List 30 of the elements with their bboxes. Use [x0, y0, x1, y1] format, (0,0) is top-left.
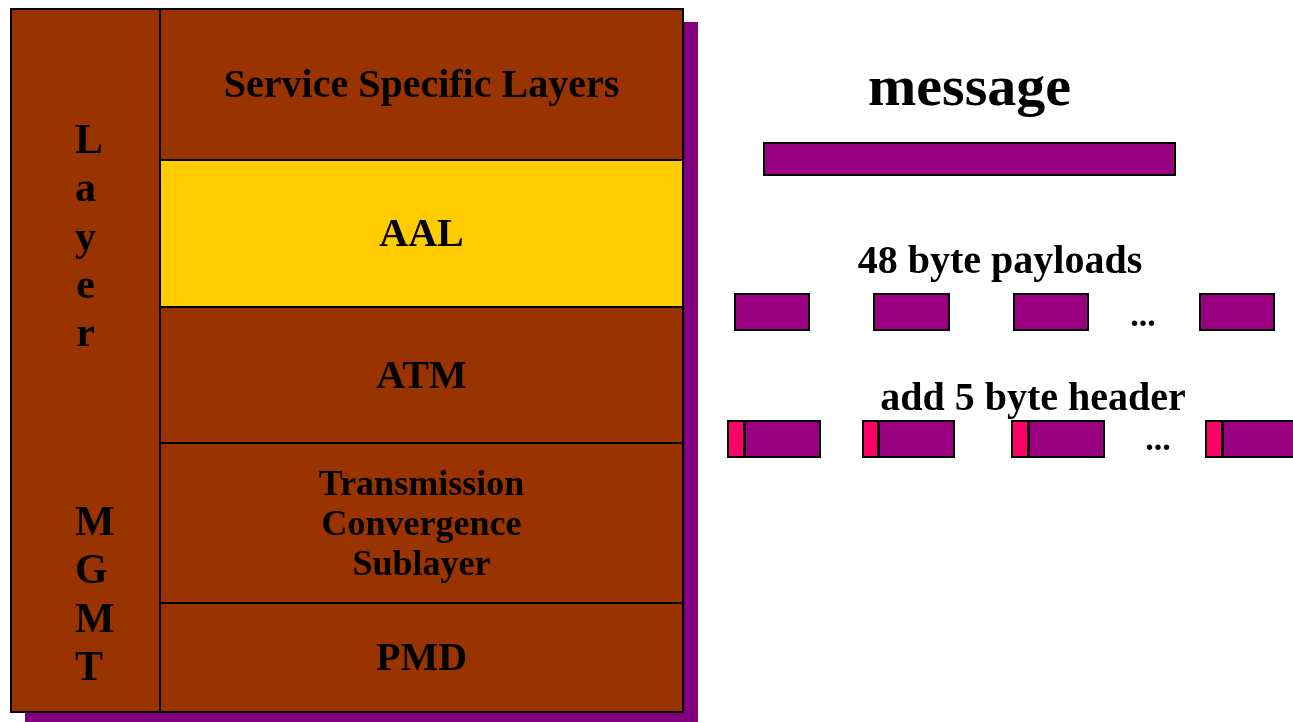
layer-label: PMD	[375, 635, 468, 680]
vertical-label: MGMT	[74, 497, 116, 691]
layer-label: Transmission Convergence Sublayer	[317, 462, 526, 584]
ellipsis: ...	[1145, 420, 1171, 458]
payload-bar	[1222, 420, 1293, 458]
header-bar	[1205, 420, 1223, 458]
payload-bar	[1013, 293, 1089, 331]
layer-label: AAL	[379, 211, 464, 256]
vertical-label: Layer	[74, 115, 104, 357]
payload-bar	[1199, 293, 1275, 331]
payload-bar	[873, 293, 950, 331]
payload-bar	[734, 293, 810, 331]
layer-box	[159, 306, 684, 444]
layer-box	[159, 442, 684, 604]
layer-label: Service Specific Layers	[223, 62, 620, 107]
layer-box	[159, 602, 684, 713]
payload-bar	[744, 420, 821, 458]
layer-box	[159, 8, 684, 161]
highlighted-layer-box	[159, 159, 684, 308]
message-bar	[763, 142, 1176, 176]
ellipsis: ...	[1130, 296, 1156, 334]
caption: add 5 byte header	[880, 373, 1186, 420]
management-column	[10, 8, 161, 713]
payload-bar	[1028, 420, 1105, 458]
header-bar	[727, 420, 745, 458]
header-bar	[1011, 420, 1029, 458]
payload-bar	[878, 420, 955, 458]
layer-label: ATM	[376, 352, 467, 398]
heading: message	[868, 52, 1071, 119]
caption: 48 byte payloads	[857, 236, 1143, 283]
